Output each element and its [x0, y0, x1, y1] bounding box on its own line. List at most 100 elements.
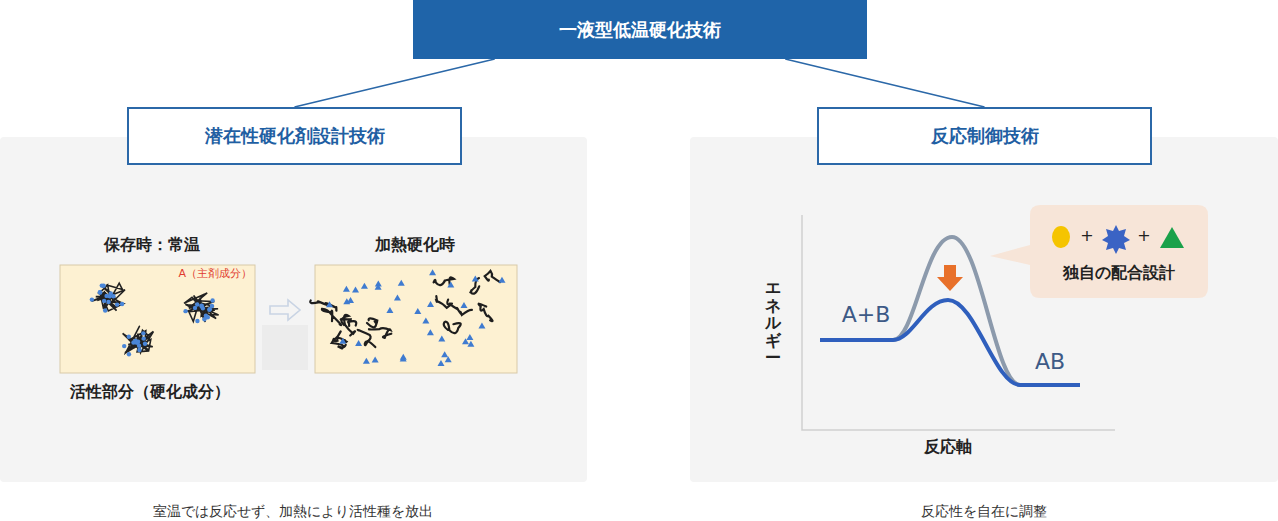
scribble: [341, 319, 357, 326]
active-dot: [135, 340, 139, 344]
panel: [0, 137, 587, 482]
active-dot: [195, 302, 199, 306]
active-dot: [201, 306, 205, 310]
active-dot: [207, 308, 211, 312]
category-box: 反応制御技術: [817, 107, 1152, 165]
active-species: [375, 284, 382, 290]
scribble: [367, 318, 377, 327]
active-species: [472, 275, 479, 281]
active-species: [437, 360, 444, 366]
axis-label: エネルギー: [765, 279, 781, 367]
scribble: [369, 328, 391, 338]
active-species: [462, 338, 469, 344]
cure-image: [315, 265, 517, 373]
scribble: [334, 331, 346, 342]
active-species: [498, 277, 505, 283]
active-species: [363, 358, 370, 364]
active-species: [339, 338, 346, 344]
active-dot: [122, 344, 126, 348]
active-dot: [202, 317, 206, 321]
scribble: [123, 326, 154, 353]
active-species: [447, 282, 454, 288]
active-dot: [120, 302, 124, 306]
active-species: [361, 283, 368, 289]
energy-curve-after: [820, 300, 1080, 385]
axis-label: 反応軸: [924, 437, 972, 458]
active-species: [460, 302, 467, 308]
section-label: 加熱硬化時: [375, 235, 455, 256]
active-dot: [115, 302, 119, 306]
scribble: [485, 271, 500, 282]
active-species: [394, 294, 401, 300]
active-species: [398, 280, 405, 286]
star-symbol: [1102, 225, 1130, 254]
plus-sign: +: [1080, 226, 1093, 245]
polymer-scribbles: [90, 269, 506, 366]
scribble: [322, 309, 341, 325]
callout-box: 独自の配合設計: [1030, 255, 1208, 291]
active-species: [466, 334, 473, 340]
box-text: 一液型低温硬化技術: [559, 18, 721, 42]
active-species: [352, 286, 359, 292]
active-dot: [98, 290, 102, 294]
active-dot: [98, 290, 102, 294]
plus-sign: +: [1137, 226, 1150, 245]
active-dot: [210, 298, 214, 302]
active-species: [429, 269, 436, 275]
active-dot: [90, 297, 94, 301]
box-text: 潜在性硬化剤設計技術: [205, 124, 385, 148]
active-species: [343, 286, 350, 292]
storage-image: [60, 265, 255, 373]
circle-symbol: [1052, 226, 1070, 248]
active-dot: [108, 294, 112, 298]
active-dot: [183, 309, 187, 313]
active-dot: [106, 300, 110, 304]
active-species: [355, 340, 362, 346]
active-dot: [142, 336, 146, 340]
active-species: [347, 297, 354, 303]
scribble: [310, 301, 336, 311]
active-dot: [143, 341, 147, 345]
active-species: [414, 308, 421, 314]
active-dot: [137, 348, 141, 352]
gap-box: [262, 325, 308, 370]
scribble: [92, 283, 126, 311]
panel: [690, 137, 1278, 482]
connector: [785, 59, 984, 107]
scribble: [436, 296, 452, 308]
active-species: [427, 329, 434, 335]
active-dot: [102, 299, 106, 303]
active-species: [438, 336, 445, 342]
active-species: [372, 356, 379, 362]
category-box: 潜在性硬化剤設計技術: [127, 107, 462, 165]
active-species: [478, 323, 485, 329]
caption: 反応性を自在に調整: [921, 503, 1047, 521]
active-species: [427, 301, 434, 307]
active-species: [422, 317, 429, 323]
active-dot: [101, 284, 105, 288]
active-species: [326, 301, 333, 307]
box-text: 独自の配合設計: [1063, 263, 1175, 284]
active-dot: [127, 352, 131, 356]
triangle-symbol: [1160, 227, 1184, 248]
active-species: [441, 351, 448, 357]
component-label: A（主剤成分）: [178, 266, 252, 281]
active-species: [386, 307, 393, 313]
caption: 室温では反応せず、加熱により活性種を放出: [153, 503, 433, 521]
component-label: 活性部分（硬化成分）: [70, 382, 230, 403]
scribble: [444, 322, 461, 333]
scribble: [184, 293, 219, 322]
title-box: 一液型低温硬化技術: [413, 0, 867, 59]
active-dot: [141, 331, 145, 335]
box-text: 反応制御技術: [931, 124, 1039, 148]
active-dot: [195, 319, 199, 323]
active-dot: [208, 307, 212, 311]
section-label: 保存時：常温: [104, 235, 200, 256]
arrow-symbol: [270, 300, 300, 320]
down-arrow: [937, 265, 963, 291]
scribble: [479, 304, 493, 321]
connector: [295, 59, 495, 107]
active-species: [400, 356, 407, 362]
